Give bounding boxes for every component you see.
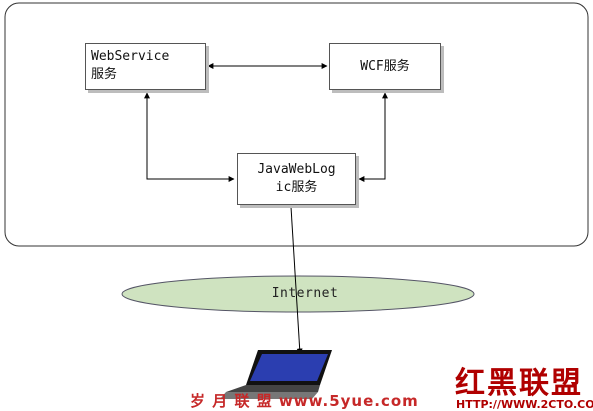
laptop-icon [220, 350, 332, 399]
connector-webservice-java [144, 92, 235, 182]
watermark-left: 岁 月 联 盟 www.5yue.com [190, 392, 419, 410]
java-label-line2: ic服务 [275, 180, 318, 195]
connector-java-client [290, 206, 303, 355]
wcf-node: WCF服务 [329, 43, 441, 90]
server-boundary [4, 2, 589, 247]
webservice-node: WebService 服务 [85, 43, 206, 90]
internet-cloud [121, 275, 475, 313]
webservice-label-line2: 服务 [91, 67, 118, 82]
java-label-line1: JavaWebLog [257, 162, 336, 177]
watermark-url: HTTP://WWW.2CTO.COM [456, 398, 593, 411]
webservice-label-line1: WebService [91, 49, 170, 64]
watermark-logo: 红黑联盟 [455, 366, 583, 401]
javaweblogic-node: JavaWebLog ic服务 [237, 153, 356, 205]
internet-label: Internet [271, 286, 339, 301]
connector-wcf-java [358, 92, 388, 182]
wcf-label: WCF服务 [360, 58, 410, 74]
